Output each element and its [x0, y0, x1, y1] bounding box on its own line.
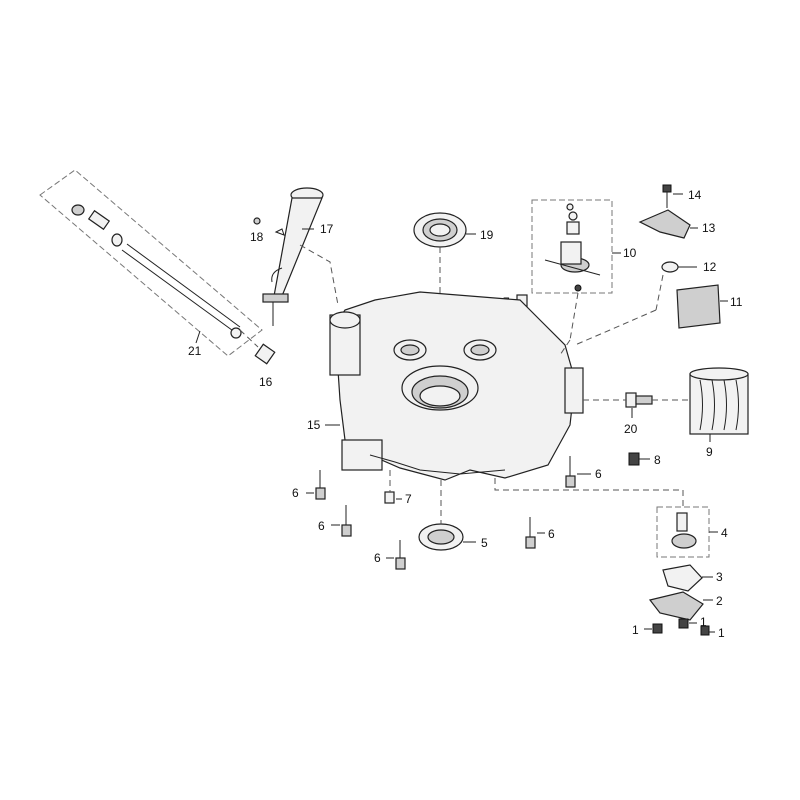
label-6-e: 6 — [548, 527, 555, 541]
part-7-dowel-pin-lower — [384, 470, 402, 504]
part-21-hose-assembly — [39, 169, 263, 357]
label-13: 13 — [702, 221, 716, 235]
part-5-oil-seal — [418, 480, 476, 551]
part-3-gasket — [662, 564, 713, 592]
part-15-crankcase — [325, 291, 584, 481]
part-11-screen — [676, 284, 728, 329]
label-20: 20 — [624, 422, 638, 436]
part-6-bolt-b — [331, 505, 352, 537]
label-6-a: 6 — [292, 486, 299, 500]
label-16: 16 — [259, 375, 273, 389]
part-14-bolt — [662, 184, 683, 208]
label-8: 8 — [654, 453, 661, 467]
part-20-bolt — [583, 392, 653, 418]
leader-pump — [559, 339, 571, 356]
part-13-bracket — [638, 209, 698, 239]
part-19-bearing — [413, 212, 476, 340]
label-1-c: 1 — [718, 626, 725, 640]
label-18: 18 — [250, 230, 264, 244]
label-6-b: 6 — [318, 519, 325, 533]
part-8-plug — [628, 452, 650, 466]
part-16-drain-plug — [239, 329, 276, 365]
part-9-oil-filter — [652, 367, 749, 442]
part-1-bolts — [644, 618, 715, 636]
part-18-clip — [253, 217, 285, 236]
label-9: 9 — [706, 445, 713, 459]
label-6-c: 6 — [374, 551, 381, 565]
part-17-dipstick-tube — [262, 187, 339, 326]
label-2: 2 — [716, 594, 723, 608]
label-21: 21 — [188, 344, 202, 358]
label-15: 15 — [307, 418, 321, 432]
label-12: 12 — [703, 260, 717, 274]
part-6-bolt-a — [306, 470, 326, 500]
label-17: 17 — [320, 222, 334, 236]
part-6-bolt-c — [386, 540, 406, 570]
label-6-d: 6 — [595, 467, 602, 481]
part-10-oil-pump-assembly — [531, 199, 621, 341]
label-10: 10 — [623, 246, 637, 260]
part-6-bolt-d — [565, 456, 591, 488]
part-4-strainer-assembly — [494, 478, 718, 558]
label-5: 5 — [481, 536, 488, 550]
part-12-valve — [574, 261, 697, 346]
label-7-lower: 7 — [405, 492, 412, 506]
label-1-b: 1 — [700, 615, 707, 629]
label-4: 4 — [721, 526, 728, 540]
label-19: 19 — [480, 228, 494, 242]
label-1-a: 1 — [632, 623, 639, 637]
label-11: 11 — [730, 295, 743, 309]
part-2-cover — [648, 591, 713, 621]
label-14: 14 — [688, 188, 702, 202]
label-3: 3 — [716, 570, 723, 584]
part-6-bolt-e — [525, 517, 545, 549]
